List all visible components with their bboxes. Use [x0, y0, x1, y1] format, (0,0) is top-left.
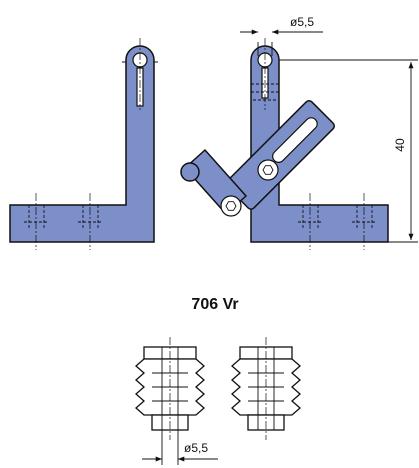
bellows-right	[231, 337, 301, 440]
dimension-height: 40	[279, 59, 418, 243]
product-title: 706 Vr	[191, 296, 238, 313]
left-l-bracket	[9, 38, 158, 250]
height-label: 40	[393, 138, 407, 152]
dimension-bore-bottom: ø5,5	[142, 430, 218, 465]
bore-bottom-label: ø5,5	[184, 441, 208, 455]
dimension-bore-top: ø5,5	[240, 15, 323, 56]
tilted-link-plate	[225, 99, 336, 210]
bellows-left	[135, 337, 205, 440]
hex-socket-screws	[220, 159, 279, 217]
bore-top-label: ø5,5	[290, 15, 314, 29]
